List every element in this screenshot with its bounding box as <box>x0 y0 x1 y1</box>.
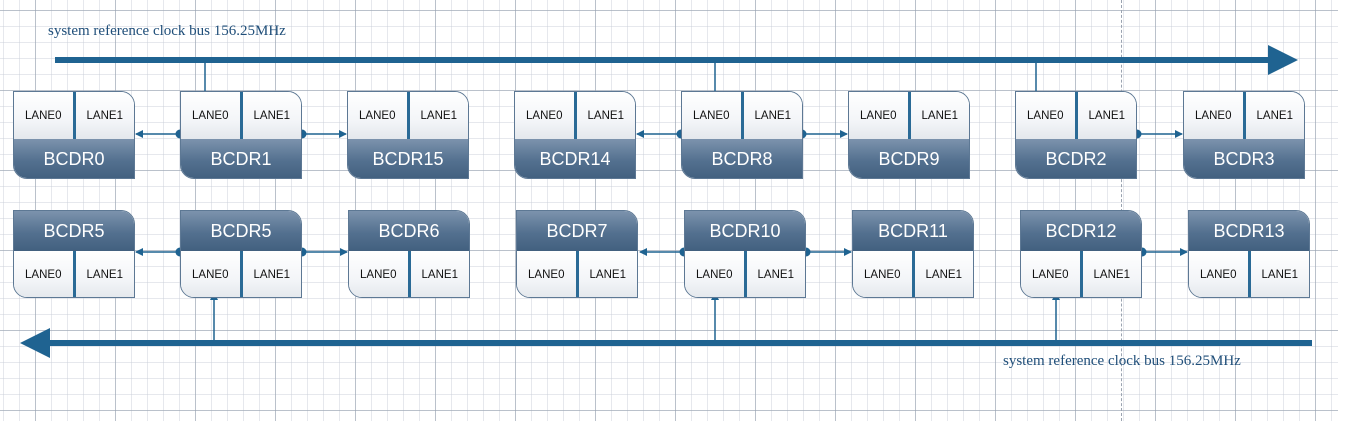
bcdr-block[interactable]: LANE0 LANE1 BCDR2 <box>1015 91 1137 179</box>
lane-row: LANE0 LANE1 <box>515 92 635 140</box>
lane1-label: LANE1 <box>1093 269 1130 281</box>
lane1-label: LANE1 <box>1256 110 1293 122</box>
lane0-label: LANE0 <box>25 269 62 281</box>
bcdr-block[interactable]: LANE0 LANE1 BCDR5 <box>180 210 302 298</box>
lane0-label: LANE0 <box>526 110 563 122</box>
bcdr-name: BCDR0 <box>14 139 134 178</box>
lane-row: LANE0 LANE1 <box>349 251 469 297</box>
lane-row: LANE0 LANE1 <box>849 92 969 140</box>
bcdr-name: BCDR13 <box>1189 211 1309 251</box>
lane0-label: LANE0 <box>192 269 229 281</box>
lane-row: LANE0 LANE1 <box>14 92 134 140</box>
lane0-label: LANE0 <box>864 269 901 281</box>
lane0-label: LANE0 <box>1200 269 1237 281</box>
bcdr-block[interactable]: LANE0 LANE1 BCDR1 <box>180 91 302 179</box>
bcdr-name: BCDR14 <box>515 139 635 178</box>
lane-divider <box>575 251 579 297</box>
lane-row: LANE0 LANE1 <box>181 251 301 297</box>
bcdr-name: BCDR5 <box>181 211 301 251</box>
bcdr-name: BCDR12 <box>1021 211 1141 251</box>
lane-divider <box>239 92 243 140</box>
lane-row: LANE0 LANE1 <box>1021 251 1141 297</box>
bcdr-name: BCDR15 <box>348 139 468 178</box>
lane1-label: LANE1 <box>589 269 626 281</box>
lane1-label: LANE1 <box>420 110 457 122</box>
lane1-label: LANE1 <box>925 269 962 281</box>
lane0-label: LANE0 <box>528 269 565 281</box>
bcdr-block[interactable]: LANE0 LANE1 BCDR0 <box>13 91 135 179</box>
lane1-label: LANE1 <box>86 110 123 122</box>
bcdr-block[interactable]: LANE0 LANE1 BCDR15 <box>347 91 469 179</box>
bcdr-name: BCDR9 <box>849 139 969 178</box>
lane-divider <box>573 92 577 140</box>
lane1-label: LANE1 <box>757 269 794 281</box>
lane0-label: LANE0 <box>192 110 229 122</box>
bcdr-block[interactable]: LANE0 LANE1 BCDR6 <box>348 210 470 298</box>
lane0-label: LANE0 <box>25 110 62 122</box>
lane-row: LANE0 LANE1 <box>685 251 805 297</box>
bcdr-block[interactable]: LANE0 LANE1 BCDR11 <box>852 210 974 298</box>
bus-top-label: system reference clock bus 156.25MHz <box>48 23 286 39</box>
lane-divider <box>239 251 243 297</box>
canvas-edge <box>1338 0 1353 421</box>
lane1-label: LANE1 <box>1261 269 1298 281</box>
lane0-label: LANE0 <box>696 269 733 281</box>
bcdr-name: BCDR10 <box>685 211 805 251</box>
lane1-label: LANE1 <box>754 110 791 122</box>
bcdr-name: BCDR11 <box>853 211 973 251</box>
bcdr-block[interactable]: LANE0 LANE1 BCDR7 <box>516 210 638 298</box>
lane1-label: LANE1 <box>421 269 458 281</box>
lane-divider <box>740 92 744 140</box>
bcdr-block[interactable]: LANE0 LANE1 BCDR5 <box>13 210 135 298</box>
lane-divider <box>72 251 76 297</box>
lane1-label: LANE1 <box>253 110 290 122</box>
bcdr-name: BCDR5 <box>14 211 134 251</box>
lane-divider <box>1242 92 1246 140</box>
lane0-label: LANE0 <box>1032 269 1069 281</box>
lane-divider <box>72 92 76 140</box>
lane1-label: LANE1 <box>86 269 123 281</box>
lane1-label: LANE1 <box>253 269 290 281</box>
bcdr-name: BCDR7 <box>517 211 637 251</box>
bcdr-block[interactable]: LANE0 LANE1 BCDR13 <box>1188 210 1310 298</box>
lane-row: LANE0 LANE1 <box>348 92 468 140</box>
lane-divider <box>1247 251 1251 297</box>
lane-row: LANE0 LANE1 <box>853 251 973 297</box>
lane0-label: LANE0 <box>693 110 730 122</box>
bus-bottom-label: system reference clock bus 156.25MHz <box>1003 353 1241 369</box>
lane-row: LANE0 LANE1 <box>14 251 134 297</box>
lane-divider <box>907 92 911 140</box>
lane-divider <box>1079 251 1083 297</box>
lane-row: LANE0 LANE1 <box>1189 251 1309 297</box>
lane1-label: LANE1 <box>1088 110 1125 122</box>
lane-divider <box>406 92 410 140</box>
lane-row: LANE0 LANE1 <box>1184 92 1304 140</box>
bcdr-block[interactable]: LANE0 LANE1 BCDR12 <box>1020 210 1142 298</box>
lane-row: LANE0 LANE1 <box>682 92 802 140</box>
bcdr-block[interactable]: LANE0 LANE1 BCDR10 <box>684 210 806 298</box>
lane0-label: LANE0 <box>860 110 897 122</box>
lane0-label: LANE0 <box>360 269 397 281</box>
bcdr-block[interactable]: LANE0 LANE1 BCDR9 <box>848 91 970 179</box>
bcdr-name: BCDR3 <box>1184 139 1304 178</box>
lane-divider <box>743 251 747 297</box>
lane-row: LANE0 LANE1 <box>181 92 301 140</box>
lane0-label: LANE0 <box>359 110 396 122</box>
bcdr-name: BCDR8 <box>682 139 802 178</box>
lane-divider <box>407 251 411 297</box>
lane0-label: LANE0 <box>1195 110 1232 122</box>
bcdr-name: BCDR1 <box>181 139 301 178</box>
bcdr-block[interactable]: LANE0 LANE1 BCDR8 <box>681 91 803 179</box>
lane-row: LANE0 LANE1 <box>517 251 637 297</box>
bcdr-name: BCDR6 <box>349 211 469 251</box>
lane-divider <box>1074 92 1078 140</box>
bcdr-name: BCDR2 <box>1016 139 1136 178</box>
lane1-label: LANE1 <box>587 110 624 122</box>
lane1-label: LANE1 <box>921 110 958 122</box>
lane-row: LANE0 LANE1 <box>1016 92 1136 140</box>
bcdr-block[interactable]: LANE0 LANE1 BCDR14 <box>514 91 636 179</box>
bcdr-block[interactable]: LANE0 LANE1 BCDR3 <box>1183 91 1305 179</box>
lane0-label: LANE0 <box>1027 110 1064 122</box>
lane-divider <box>911 251 915 297</box>
